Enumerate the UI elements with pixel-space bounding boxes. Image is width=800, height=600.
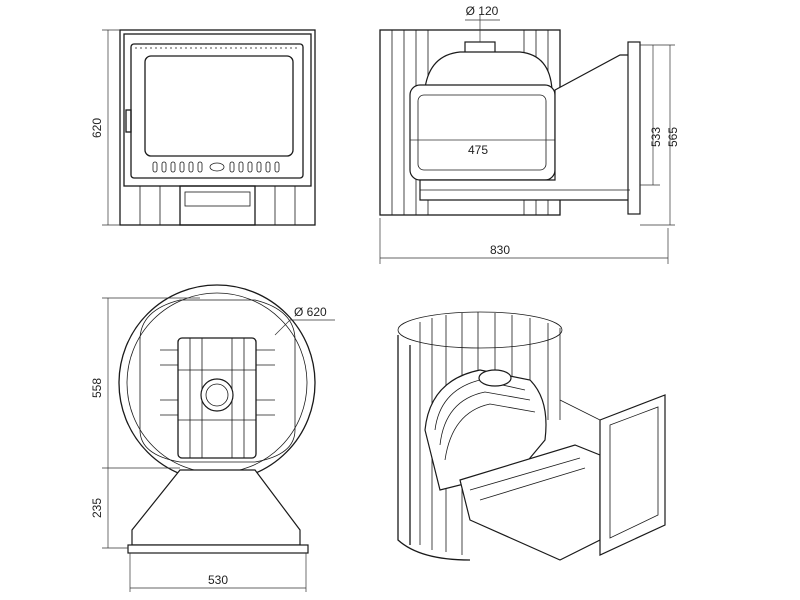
top-view: Ø 620 558 235 530 (90, 284, 335, 592)
side-view: Ø 120 475 533 565 830 (379, 4, 680, 264)
front-height-dimension: 620 (90, 118, 104, 138)
top-diameter-dimension: Ø 620 (294, 305, 327, 319)
front-view: 620 (90, 29, 316, 226)
flue-diameter-dimension: Ø 120 (466, 4, 499, 18)
door-width-dimension: 530 (208, 573, 228, 587)
air-vents (152, 161, 280, 173)
circle-depth-dimension: 558 (90, 378, 104, 398)
door-depth-dimension: 235 (90, 498, 104, 518)
isometric-view (397, 311, 666, 561)
door-height-dimension: 533 (649, 127, 663, 147)
total-height-dimension: 565 (666, 127, 680, 147)
firebox-length-dimension: 475 (468, 143, 488, 157)
door-handle-icon (125, 109, 132, 133)
total-depth-dimension: 830 (490, 243, 510, 257)
